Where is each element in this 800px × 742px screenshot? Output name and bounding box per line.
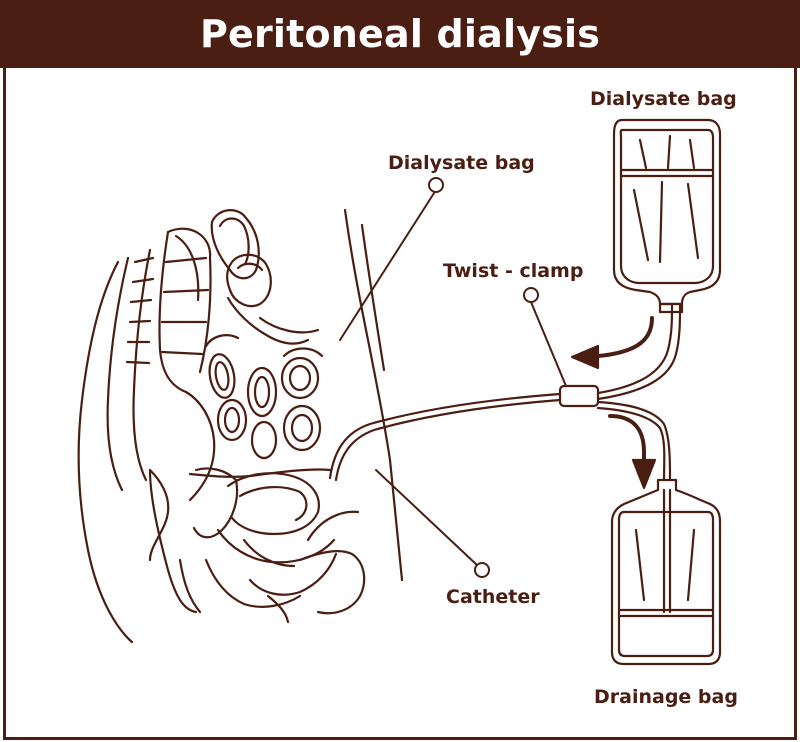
label-twist-clamp: Twist - clamp bbox=[443, 260, 584, 282]
flow-arrow-out bbox=[608, 414, 657, 490]
twist-clamp bbox=[558, 384, 600, 408]
body-outline bbox=[77, 208, 404, 644]
label-pointers bbox=[339, 177, 567, 578]
drainage-bag bbox=[610, 478, 722, 666]
page-title: Peritoneal dialysis bbox=[199, 12, 601, 56]
pelvic-organs bbox=[148, 467, 366, 624]
spine bbox=[106, 227, 216, 562]
label-catheter: Catheter bbox=[446, 586, 540, 608]
intestines bbox=[204, 209, 324, 460]
flow-arrow-in bbox=[570, 316, 654, 370]
catheter-tube bbox=[328, 304, 682, 482]
label-dialysate-bag-body: Dialysate bag bbox=[388, 152, 535, 174]
label-drainage-bag: Drainage bag bbox=[594, 686, 738, 708]
dialysate-bag bbox=[612, 118, 722, 314]
title-bar: Peritoneal dialysis bbox=[0, 0, 800, 68]
label-dialysate-bag-top: Dialysate bag bbox=[590, 88, 737, 110]
diagram-frame bbox=[3, 68, 797, 740]
